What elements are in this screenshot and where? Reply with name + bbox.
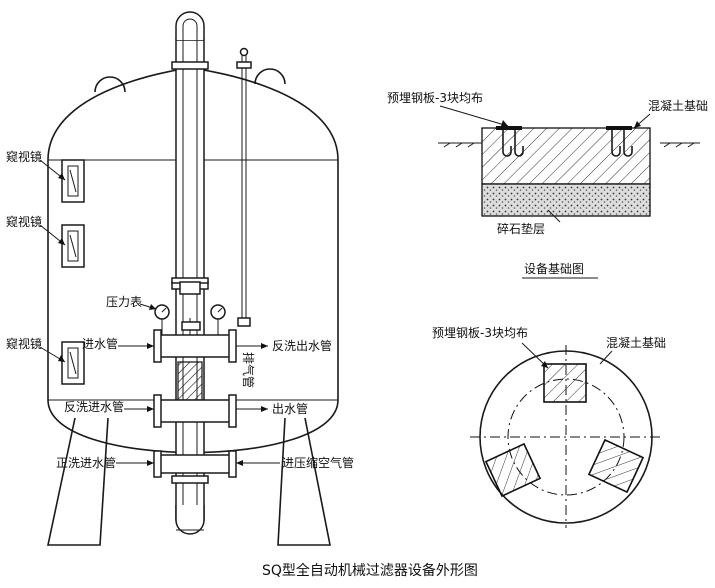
pressure-gauge-right: [210, 304, 226, 335]
anchor-left: [496, 126, 524, 157]
label-concrete-section: 混凝土基础: [648, 98, 708, 113]
label-embedded-plate-section: 预埋钢板-3块均布: [387, 91, 483, 105]
foundation-plan: 预埋钢板-3块均布 混凝土基础: [432, 326, 666, 528]
label-sight-glass-3: 窥视镜: [6, 336, 42, 351]
label-concrete-plan: 混凝土基础: [606, 335, 666, 350]
sight-glass-2: [61, 224, 85, 268]
label-forward-wash-inlet: 正洗进水管: [56, 455, 116, 470]
label-embedded-plate-plan: 预埋钢板-3块均布: [432, 326, 528, 340]
tank-body: [47, 67, 339, 454]
filter-media-block: [177, 361, 203, 401]
label-compressed-air: 进压缩空气管: [282, 455, 354, 470]
anchor-right: [606, 126, 633, 157]
label-backwash-outlet: 反洗出水管: [272, 338, 332, 353]
mid-fitting: [179, 281, 201, 295]
lifting-lug-right: [254, 68, 286, 85]
label-inlet-pipe: 进水管: [82, 336, 118, 351]
label-pressure-gauge: 压力表: [106, 295, 142, 309]
plate-lower-right: [587, 438, 645, 494]
left-support-leg: [47, 417, 109, 546]
foundation-section: 预埋钢板-3块均布 混凝土基础 碎石垫层 设备基础图: [387, 91, 708, 279]
exhaust-pipe: [236, 47, 252, 327]
concrete-block: [481, 127, 651, 185]
label-exhaust-pipe: 排气管: [241, 352, 256, 388]
gravel-layer: [481, 183, 651, 217]
foundation-drawing-title: 设备基础图: [524, 262, 584, 276]
label-gravel-layer: 碎石垫层: [497, 221, 545, 236]
label-backwash-inlet: 反洗进水管: [64, 399, 124, 414]
bottom-nozzles: [153, 450, 237, 478]
pressure-gauge-left: [154, 304, 170, 335]
label-outlet-pipe: 出水管: [272, 401, 308, 416]
plate-lower-left: [484, 442, 542, 498]
right-support-leg: [277, 417, 331, 546]
tank-callouts: 窥视镜 窥视镜 窥视镜 压力表 进水管 反洗出水管 排气管 反洗: [6, 149, 354, 470]
lifting-lug-left: [94, 76, 126, 93]
label-sight-glass-1: 窥视镜: [6, 149, 42, 164]
sight-glass-1: [61, 159, 85, 203]
lower-manifold: [153, 394, 237, 428]
drawing-caption: SQ型全自动机械过滤器设备外形图: [262, 562, 478, 579]
tank-elevation: 窥视镜 窥视镜 窥视镜 压力表 进水管 反洗出水管 排气管 反洗: [6, 11, 354, 546]
sight-glass-3: [61, 341, 85, 385]
plate-top: [543, 363, 587, 403]
label-sight-glass-2: 窥视镜: [6, 214, 42, 229]
upper-manifold: [153, 318, 237, 363]
